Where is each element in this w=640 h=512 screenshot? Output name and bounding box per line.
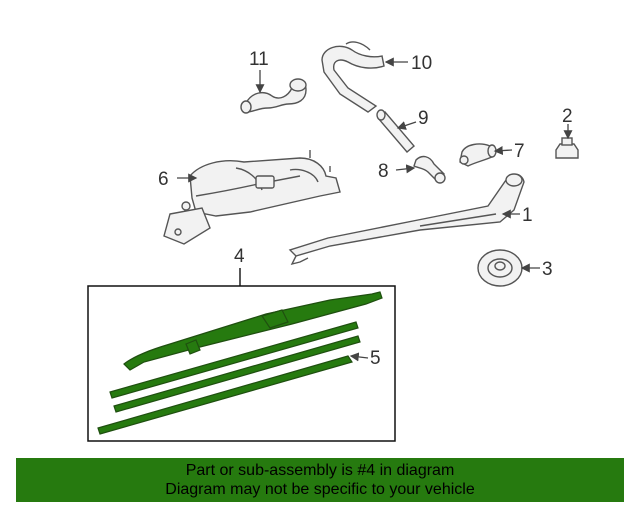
callout-5-leader: [349, 352, 369, 362]
callout-2: 2: [562, 106, 573, 127]
part-11-hose: [240, 78, 307, 114]
callout-7: 7: [514, 141, 525, 162]
callout-9-leader: [396, 121, 417, 130]
callout-9: 9: [418, 108, 429, 129]
callout-1: 1: [522, 205, 533, 226]
part-2-nut: [555, 137, 579, 159]
diagram-notice-bar: Part or sub-assembly is #4 in diagram Di…: [16, 458, 624, 502]
part-7-fitting: [459, 143, 497, 167]
callout-7-leader: [493, 145, 513, 156]
part-10-hose: [321, 41, 385, 113]
notice-line-1: Part or sub-assembly is #4 in diagram: [185, 462, 455, 479]
part-4-wiper-blade: [97, 291, 383, 435]
callout-10: 10: [411, 53, 432, 74]
part-3-grommet: [477, 249, 523, 287]
part-9-connector: [376, 109, 415, 153]
part-8-hose: [413, 155, 446, 184]
part-6-wiper-motor: [163, 150, 341, 245]
notice-line-2: Diagram may not be specific to your vehi…: [165, 481, 475, 498]
callout-3: 3: [542, 259, 553, 280]
part-1-wiper-arm: [288, 173, 525, 266]
callout-11: 11: [249, 49, 269, 70]
callout-5: 5: [370, 348, 381, 369]
callout-6: 6: [158, 169, 169, 190]
callout-8: 8: [378, 161, 389, 182]
callout-4: 4: [234, 246, 245, 267]
callout-8-leader: [395, 164, 416, 174]
